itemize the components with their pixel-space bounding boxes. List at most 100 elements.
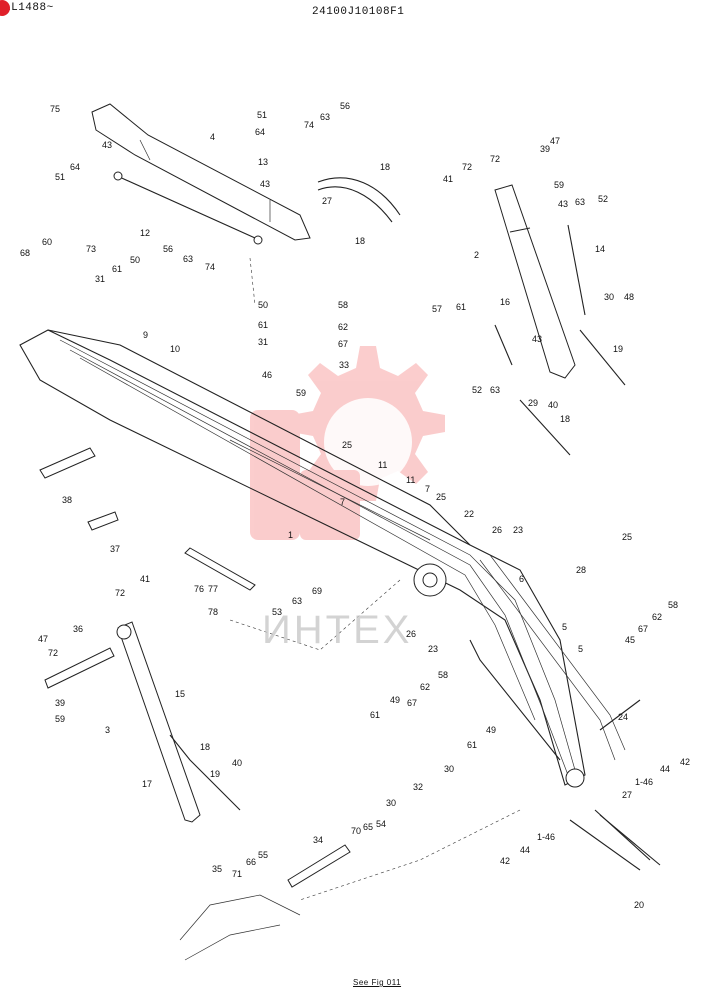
serial-prefix: LL1488~ xyxy=(4,2,54,14)
callout-22: 22 xyxy=(464,509,474,519)
callout-50: 50 xyxy=(130,255,140,265)
callout-78: 78 xyxy=(208,607,218,617)
callout-61: 61 xyxy=(112,264,122,274)
callout-5b: 5 xyxy=(562,622,567,632)
callout-43c: 43 xyxy=(558,199,568,209)
callout-77: 77 xyxy=(208,584,218,594)
callout-32: 32 xyxy=(413,782,423,792)
callout-20: 20 xyxy=(634,900,644,910)
arm-cylinder-right xyxy=(494,184,626,456)
callout-63b: 63 xyxy=(183,254,193,264)
callout-40b: 40 xyxy=(232,758,242,768)
callout-61d: 61 xyxy=(370,710,380,720)
callout-60: 60 xyxy=(42,237,52,247)
callout-10: 10 xyxy=(170,344,180,354)
callout-55: 55 xyxy=(258,850,268,860)
hoses-top xyxy=(317,177,401,223)
callout-39b: 39 xyxy=(55,698,65,708)
callout-63: 63 xyxy=(320,112,330,122)
callout-52b: 52 xyxy=(472,385,482,395)
callout-58: 58 xyxy=(338,300,348,310)
callout-27b: 27 xyxy=(622,790,632,800)
callout-33: 33 xyxy=(339,360,349,370)
callout-26: 26 xyxy=(492,525,502,535)
callout-49b: 49 xyxy=(486,725,496,735)
callout-58c: 58 xyxy=(438,670,448,680)
callout-45: 45 xyxy=(625,635,635,645)
callout-1: 1 xyxy=(288,530,293,540)
callout-11b: 11 xyxy=(406,475,415,485)
callout-53: 53 xyxy=(272,607,282,617)
callout-62c: 62 xyxy=(420,682,430,692)
callout-66: 66 xyxy=(246,857,256,867)
leader-lines xyxy=(229,257,521,901)
boom-assembly xyxy=(19,329,641,788)
callout-52: 52 xyxy=(598,194,608,204)
callout-50b: 50 xyxy=(258,300,268,310)
callout-25c: 25 xyxy=(622,532,632,542)
callout-74b: 74 xyxy=(205,262,215,272)
callout-65: 65 xyxy=(363,822,373,832)
callout-67c: 67 xyxy=(407,698,417,708)
callout-18c: 18 xyxy=(560,414,570,424)
callout-61c: 61 xyxy=(456,302,466,312)
callout-30b: 30 xyxy=(444,764,454,774)
callout-44b: 44 xyxy=(520,845,530,855)
callout-34: 34 xyxy=(313,835,323,845)
callout-67b: 67 xyxy=(638,624,648,634)
callout-23: 23 xyxy=(513,525,523,535)
callout-26b: 26 xyxy=(406,629,416,639)
callout-11: 11 xyxy=(378,460,387,470)
callout-72d: 72 xyxy=(48,648,58,658)
callout-44: 44 xyxy=(660,764,670,774)
callout-18b: 18 xyxy=(355,236,365,246)
callout-28: 28 xyxy=(576,565,586,575)
hoses-20 xyxy=(569,809,661,871)
callout-43b: 43 xyxy=(260,179,270,189)
pin-34-base xyxy=(179,844,351,961)
callout-42b: 42 xyxy=(500,856,510,866)
drawing-code: 24100J10108F1 xyxy=(312,6,405,18)
bucket-cylinder-left xyxy=(44,621,241,823)
callout-61b: 61 xyxy=(258,320,268,330)
callout-23b: 23 xyxy=(428,644,438,654)
callout-12: 12 xyxy=(140,228,150,238)
callout-76: 76 xyxy=(194,584,204,594)
callout-43d: 43 xyxy=(532,334,542,344)
callout-43: 43 xyxy=(102,140,112,150)
callout-3: 3 xyxy=(105,725,110,735)
watermark-text: ИНТЕХ xyxy=(262,608,413,652)
callout-59b: 59 xyxy=(296,388,306,398)
callout-41b: 41 xyxy=(140,574,150,584)
callout-40: 40 xyxy=(548,400,558,410)
callout-31: 31 xyxy=(95,274,105,284)
callout-64b: 64 xyxy=(70,162,80,172)
callout-62: 62 xyxy=(338,322,348,332)
figure-reference: See Fig 011 xyxy=(353,978,402,987)
callout-72b: 72 xyxy=(490,154,500,164)
callout-57: 57 xyxy=(432,304,442,314)
callout-1-46b: 1-46 xyxy=(537,832,555,842)
callout-19b: 19 xyxy=(210,769,220,779)
callout-4: 4 xyxy=(210,132,215,142)
callout-58b: 58 xyxy=(668,600,678,610)
callout-56b: 56 xyxy=(163,244,173,254)
callout-75: 75 xyxy=(50,104,60,114)
corner-badge xyxy=(0,0,10,16)
callout-59c: 59 xyxy=(55,714,65,724)
callout-47: 47 xyxy=(550,136,560,146)
callout-51: 51 xyxy=(257,110,267,120)
callout-67: 67 xyxy=(338,339,348,349)
callout-16: 16 xyxy=(500,297,510,307)
callout-25: 25 xyxy=(342,440,352,450)
callout-9: 9 xyxy=(143,330,148,340)
callout-7b: 7 xyxy=(340,497,345,507)
callout-51b: 51 xyxy=(55,172,65,182)
callout-48: 48 xyxy=(624,292,634,302)
callout-63d: 63 xyxy=(490,385,500,395)
callout-64: 64 xyxy=(255,127,265,137)
callout-62b: 62 xyxy=(652,612,662,622)
callout-18: 18 xyxy=(380,162,390,172)
